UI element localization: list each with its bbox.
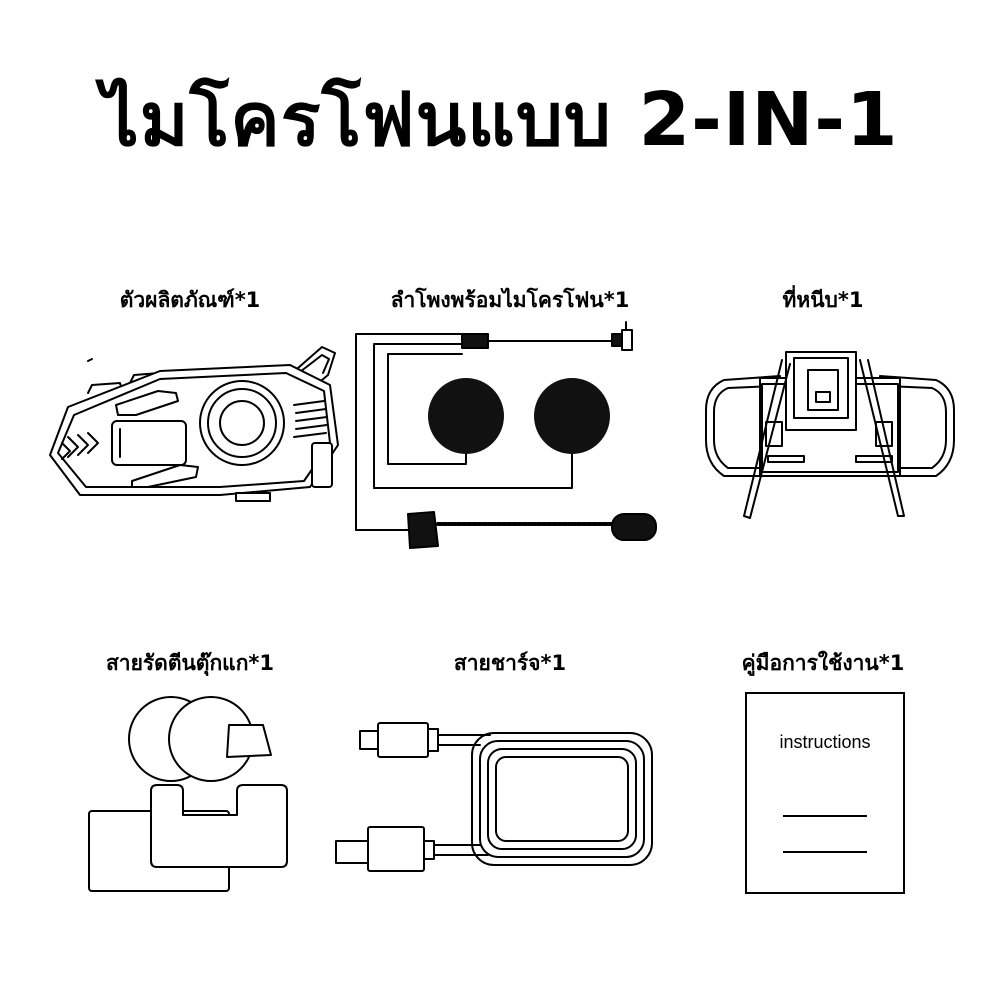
- mounting-clip-icon: [700, 340, 960, 530]
- item-label-charging-cable: สายชาร์จ*1: [453, 651, 567, 675]
- manual-booklet-icon: [745, 692, 907, 896]
- item-label-manual: คู่มือการใช้งาน*1: [741, 651, 905, 675]
- item-label-clip: ที่หนีบ*1: [782, 288, 864, 312]
- item-label-speakers: ลำโพงพร้อมไมโครโฟน*1: [390, 288, 630, 312]
- page-title: ไมโครโฟนแบบ 2-IN-1: [101, 77, 899, 163]
- item-label-device: ตัวผลิตภัณฑ์*1: [119, 288, 261, 312]
- manual-cover-text: instructions: [779, 732, 871, 752]
- intercom-device-icon: [40, 335, 350, 515]
- charging-cable-icon: [330, 715, 660, 880]
- speaker-microphone-set-icon: [350, 318, 670, 558]
- item-label-velcro: สายรัดตีนตุ๊กแก*1: [105, 651, 275, 675]
- velcro-pads-icon: [85, 695, 300, 900]
